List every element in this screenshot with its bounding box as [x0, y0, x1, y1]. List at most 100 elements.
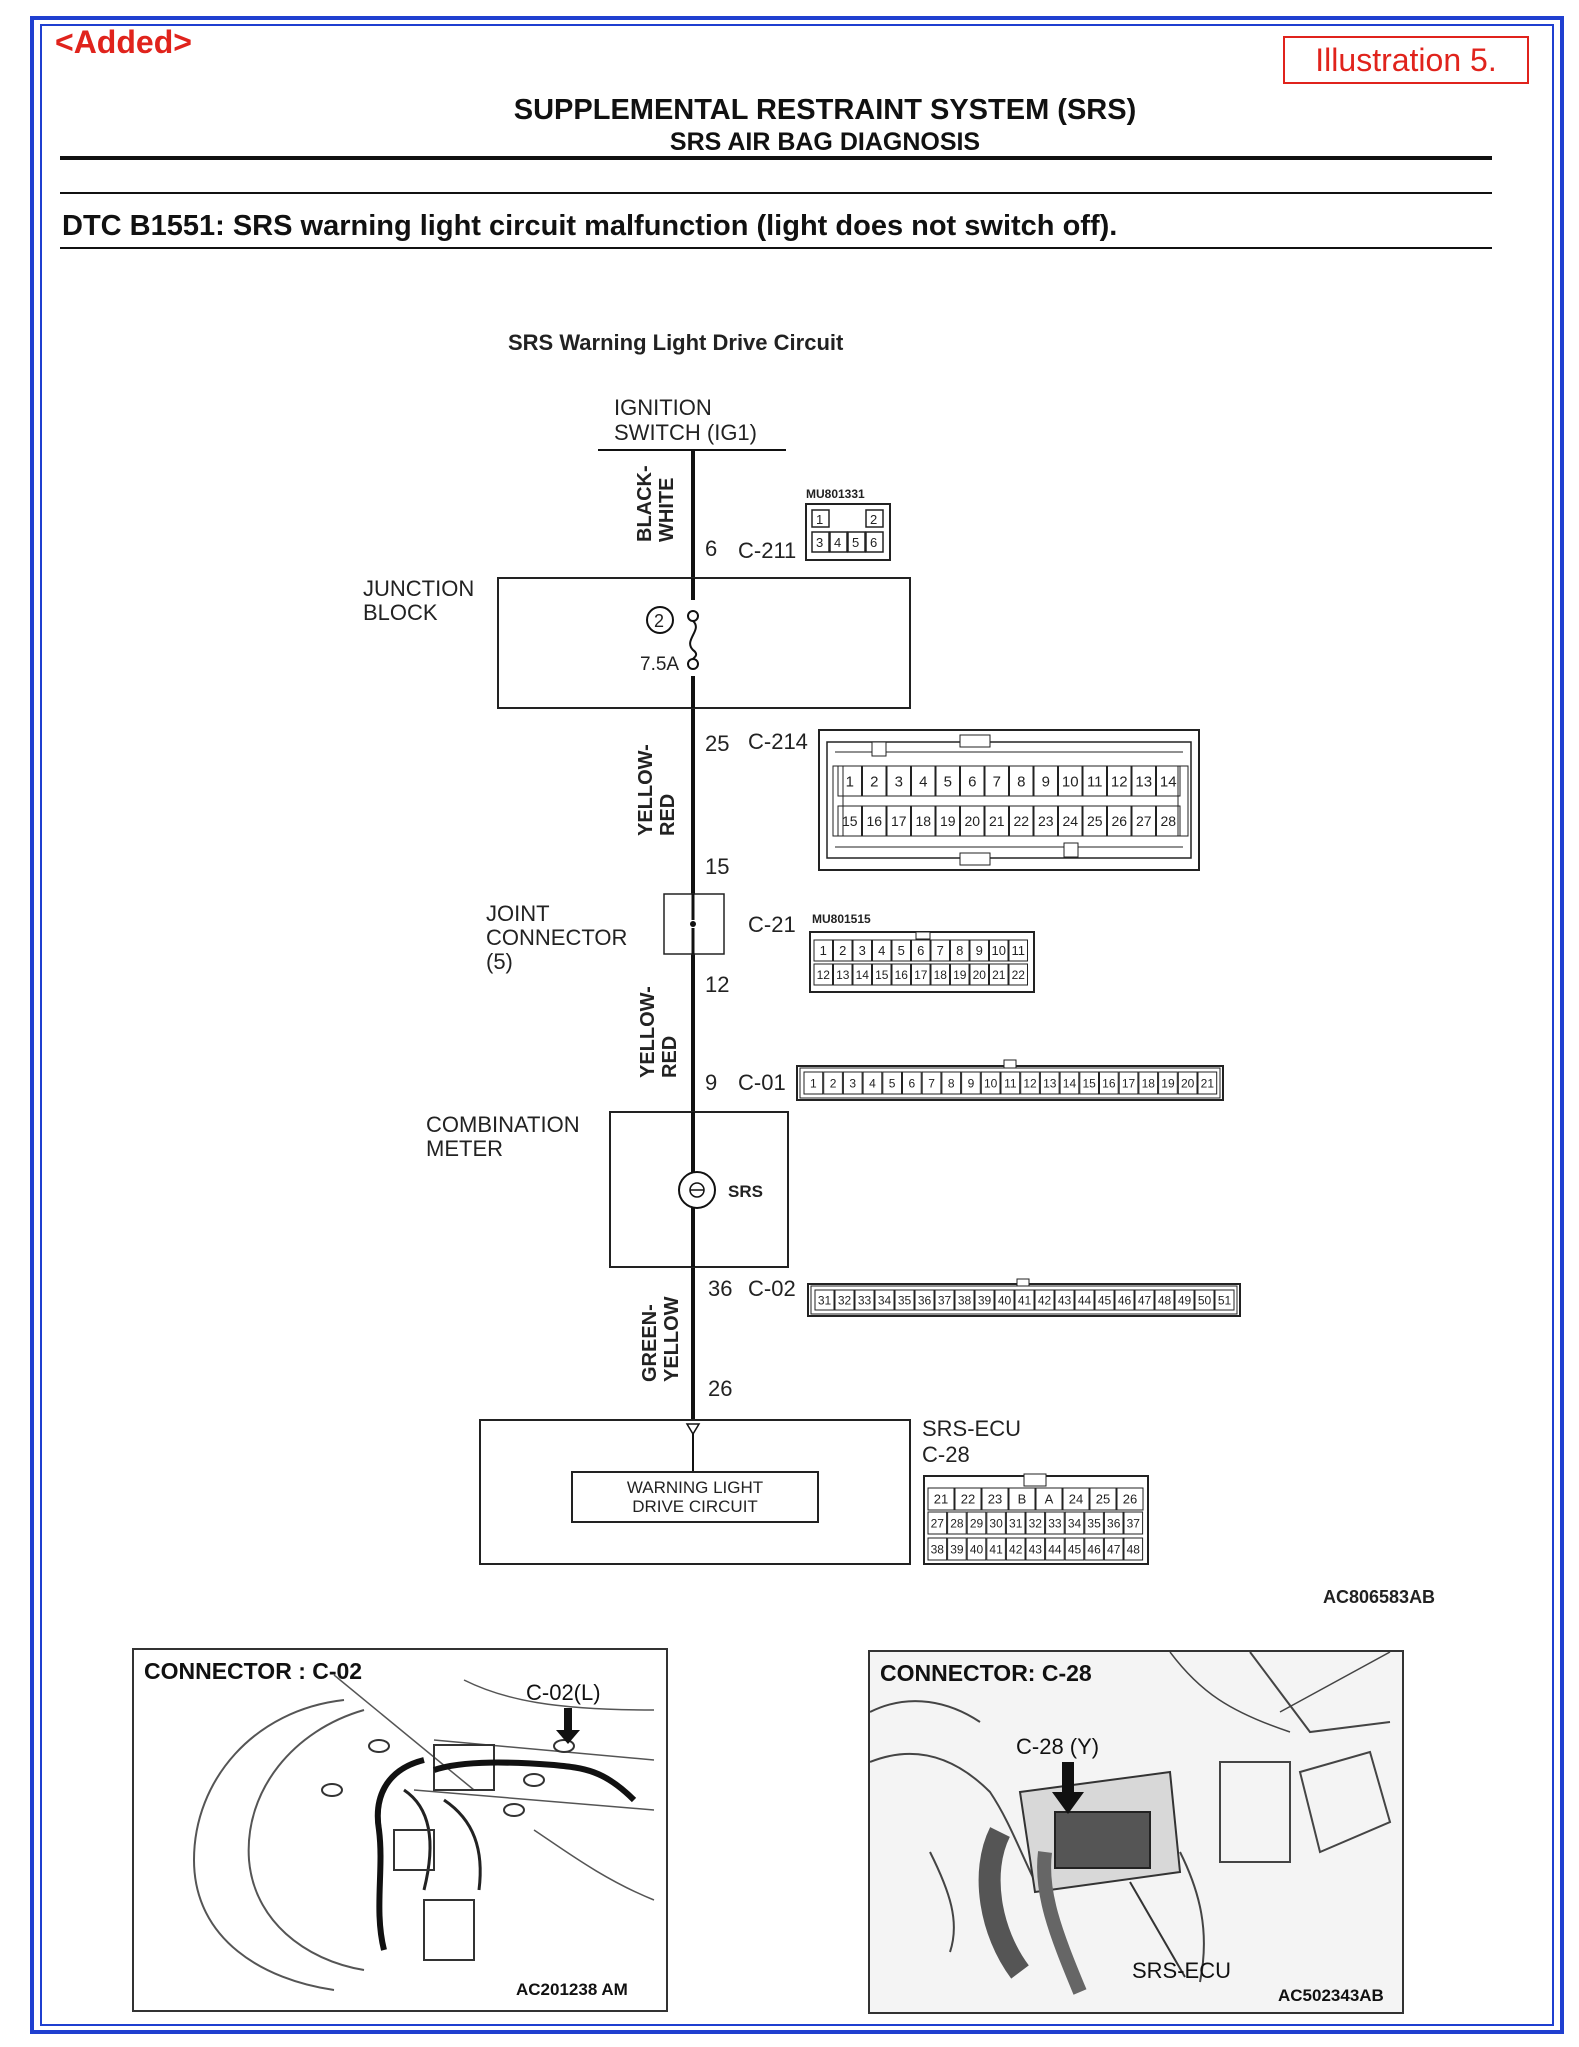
c28-pin: 48	[1127, 1542, 1141, 1556]
fuse-rating: 7.5A	[640, 654, 679, 675]
c28-arrow-icon	[1052, 1762, 1084, 1814]
c214-pin: 2	[870, 773, 878, 790]
illustration-label: Illustration 5.	[1283, 36, 1529, 84]
c02-pin-cell	[834, 1289, 855, 1311]
c21-pin-cell	[872, 939, 892, 962]
c214-pin-cell	[886, 765, 911, 797]
c214-pin: 22	[1013, 813, 1029, 829]
combination-meter-label-1: COMBINATION	[426, 1112, 580, 1137]
c01-pin-cell	[1177, 1071, 1198, 1095]
c21-pin: 6	[917, 943, 924, 958]
c28-pin-cell	[1064, 1537, 1085, 1561]
fuse-number: 2	[654, 611, 664, 631]
c28-pin-cell	[1116, 1487, 1144, 1511]
c02-pin-cell	[974, 1289, 995, 1311]
c214-pin: 14	[1160, 773, 1177, 790]
c28-pin-cell	[1045, 1537, 1065, 1561]
c28-pin-cell	[1123, 1511, 1144, 1535]
c214-pin: 17	[891, 813, 907, 829]
c214-pin-cell	[862, 765, 887, 797]
c28-pin: 38	[931, 1542, 945, 1556]
c211-connector: 1 2 3 4 5 6	[805, 503, 891, 561]
page-title: SUPPLEMENTAL RESTRAINT SYSTEM (SRS)	[513, 94, 1137, 126]
c02-location-illustration	[192, 1674, 655, 1991]
c21-pin: 5	[898, 943, 905, 958]
c28-pin-cell	[1103, 1511, 1124, 1535]
c01-label: C-01	[738, 1070, 786, 1095]
warning-light-drive-box	[571, 1471, 819, 1523]
c28-pin: 41	[989, 1542, 1003, 1556]
c02-pin-cell	[1094, 1289, 1115, 1311]
c214-pin-cell	[960, 765, 985, 797]
fuse-terminal-top	[687, 610, 699, 622]
c01-pin: 3	[849, 1076, 856, 1090]
c214-pin: 28	[1160, 813, 1176, 829]
c28-pin: 44	[1048, 1542, 1062, 1556]
c21-pin: 11	[1012, 943, 1026, 958]
c01-pin: 6	[909, 1076, 916, 1090]
c211-part-number: MU801331	[806, 487, 865, 501]
c28-pin: 27	[931, 1516, 945, 1530]
c214-pin-cell	[935, 805, 960, 837]
c21-pin: 8	[956, 943, 963, 958]
fuse-terminal-bottom	[687, 658, 699, 670]
c01-pin: 11	[1004, 1076, 1017, 1090]
c214-pin: 7	[993, 773, 1001, 790]
c02-label: C-02	[748, 1276, 796, 1301]
c28-pin: 24	[1069, 1492, 1083, 1507]
pin-25-label: 25	[705, 731, 729, 756]
svg-text:GREEN-: GREEN-	[639, 1304, 661, 1382]
c28-pin-cell	[1005, 1511, 1026, 1535]
c214-pin-cell	[837, 765, 862, 797]
c211-pin: 6	[870, 535, 877, 550]
wire-label-green-yellow: GREEN- YELLOW	[639, 1296, 683, 1382]
svg-text:YELLOW-: YELLOW-	[637, 986, 659, 1078]
c214-pin: 20	[964, 813, 980, 829]
c21-pin-cell	[930, 939, 950, 962]
c214-pin-cell	[1033, 765, 1058, 797]
c28-pin: 29	[970, 1516, 984, 1530]
c01-pin: 19	[1161, 1076, 1175, 1090]
c28-pin: 46	[1087, 1542, 1101, 1556]
c28-pin-cell	[954, 1487, 982, 1511]
c02-pin-cell	[934, 1289, 955, 1311]
c21-label: C-21	[748, 912, 796, 937]
c21-pin-cell	[813, 939, 833, 962]
c28-pin: 22	[961, 1492, 975, 1507]
c01-pin: 16	[1102, 1076, 1116, 1090]
c21-pin: 12	[817, 968, 831, 982]
c214-pin-cell	[1009, 805, 1034, 837]
c21-pin-cell	[813, 963, 833, 986]
c21-pin: 15	[875, 968, 889, 982]
wire-label-yellow-red-2: YELLOW- RED	[637, 986, 681, 1078]
c28-pin-cell	[927, 1511, 948, 1535]
c28-pin: 21	[934, 1492, 948, 1507]
c02-pin: 34	[878, 1293, 892, 1307]
c21-pin-cell	[872, 963, 892, 986]
c21-pin: 18	[934, 968, 948, 982]
c01-pin-cell	[961, 1071, 981, 1095]
c02-pin-cell	[854, 1289, 875, 1311]
c21-pin: 13	[836, 968, 850, 982]
c02-pin-cell	[874, 1289, 895, 1311]
c21-pin-cell	[911, 939, 931, 962]
wire-label-black-white: BLACK- WHITE	[634, 465, 678, 542]
c21-pin: 19	[953, 968, 967, 982]
c21-pin: 3	[859, 943, 866, 958]
c21-pin: 1	[820, 943, 827, 958]
c28-pin-cell	[966, 1511, 987, 1535]
c01-pin: 1	[810, 1076, 817, 1090]
c21-pin-cell	[969, 939, 989, 962]
c02-pin-cell	[1054, 1289, 1075, 1311]
c214-pin-cell	[1156, 765, 1181, 797]
srs-lamp-label: SRS	[728, 1182, 763, 1201]
c02-pin-cell	[1014, 1289, 1035, 1311]
page-frame-inner	[40, 24, 1554, 2026]
connector-c02-panel: CONNECTOR : C-02 C-02(L) AC201238 AM	[132, 1648, 668, 2012]
c28-pin: 28	[950, 1516, 964, 1530]
c21-pin-cell	[852, 939, 872, 962]
c214-pin: 21	[989, 813, 1005, 829]
c01-pin-cell	[882, 1071, 902, 1095]
c214-pin-cell	[1082, 805, 1107, 837]
